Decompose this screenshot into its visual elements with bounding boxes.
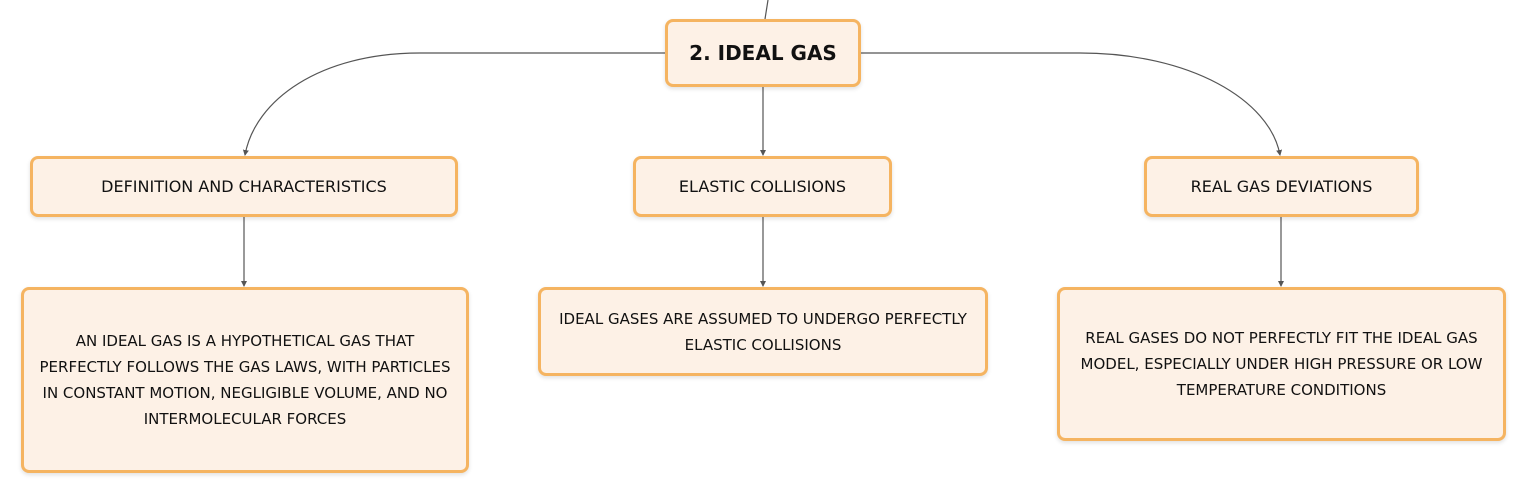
branch-node-definition[interactable]: DEFINITION AND CHARACTERISTICS [30,156,458,217]
detail-node-real-gas-deviations[interactable]: REAL GASES DO NOT PERFECTLY FIT THE IDEA… [1057,287,1506,441]
connector-root-to-real [861,52,1283,156]
detail-node-definition[interactable]: AN IDEAL GAS IS A HYPOTHETICAL GAS THAT … [21,287,469,473]
root-node[interactable]: 2. IDEAL GAS [665,19,861,87]
branch-label: REAL GAS DEVIATIONS [1190,177,1373,196]
detail-node-elastic-collisions[interactable]: IDEAL GASES ARE ASSUMED TO UNDERGO PERFE… [538,287,988,376]
branch-label: ELASTIC COLLISIONS [678,177,847,196]
branch-label: DEFINITION AND CHARACTERISTICS [101,177,387,196]
branch-node-elastic-collisions[interactable]: ELASTIC COLLISIONS [633,156,892,217]
connector-root-to-definition [242,52,665,156]
detail-text: IDEAL GASES ARE ASSUMED TO UNDERGO PERFE… [559,309,967,354]
detail-text: AN IDEAL GAS IS A HYPOTHETICAL GAS THAT … [39,332,451,428]
branch-node-real-gas-deviations[interactable]: REAL GAS DEVIATIONS [1144,156,1419,217]
root-title: 2. IDEAL GAS [689,41,837,65]
detail-text: REAL GASES DO NOT PERFECTLY FIT THE IDEA… [1080,329,1483,399]
incoming-connector [764,0,769,20]
